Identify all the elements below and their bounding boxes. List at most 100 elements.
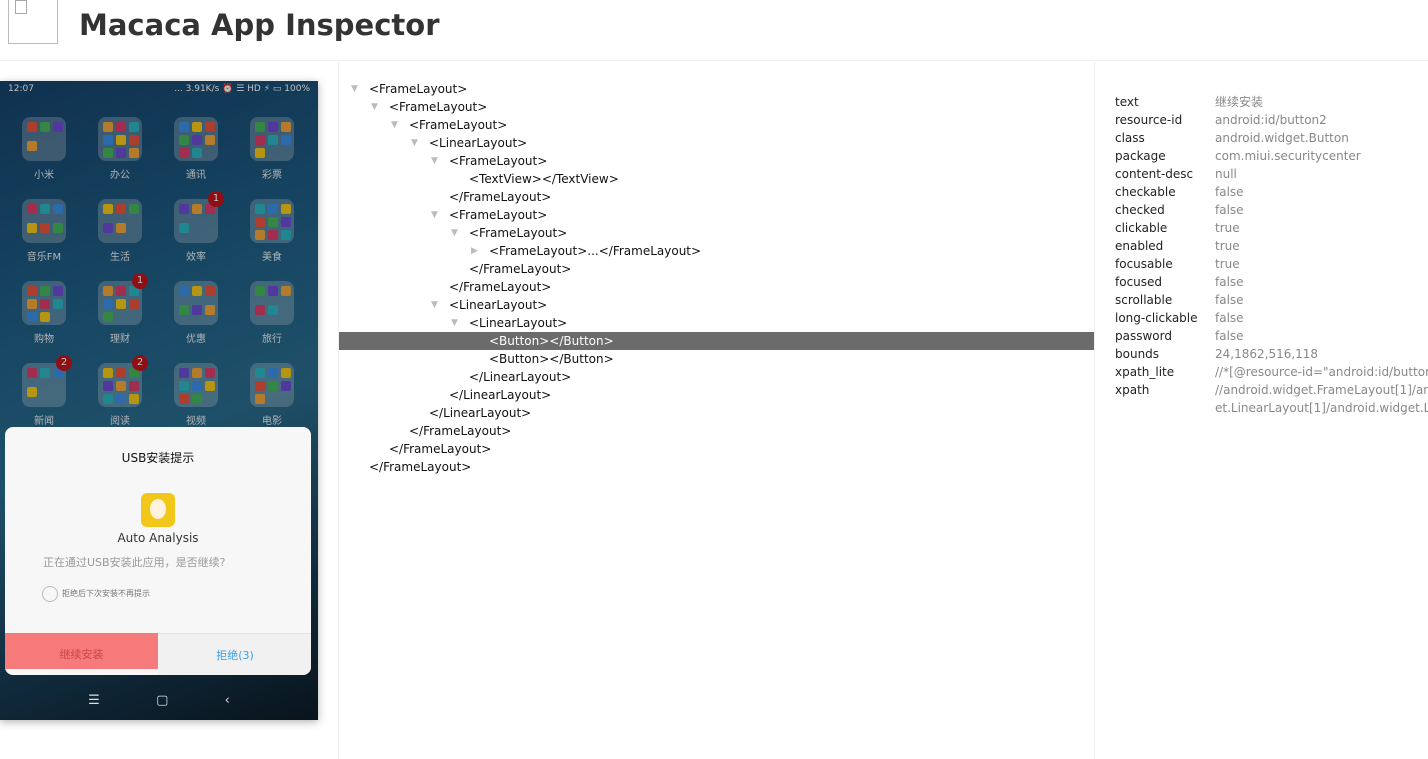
tree-node[interactable]: ▼<FrameLayout> [339, 98, 1094, 116]
collapse-arrow-icon[interactable]: ▼ [431, 156, 438, 166]
app-icon [179, 394, 189, 404]
tree-node[interactable]: </LinearLayout> [339, 404, 1094, 422]
app-icon [268, 368, 278, 378]
attribute-key: clickable [1115, 221, 1168, 235]
folder-label: 音乐FM [26, 252, 62, 263]
status-bar: 12:07 ... 3.91K/s ⏰ ☰ HD ⚡ ▭ 100% [8, 84, 310, 94]
tree-node[interactable]: </FrameLayout> [339, 458, 1094, 476]
app-icon [268, 122, 278, 132]
tree-node[interactable]: ▼<FrameLayout> [339, 152, 1094, 170]
app-icon [255, 122, 265, 132]
collapse-arrow-icon[interactable]: ▼ [391, 120, 398, 130]
folder-label: 效率 [186, 252, 206, 263]
attribute-value: false [1215, 293, 1244, 307]
tree-node[interactable]: </FrameLayout> [339, 188, 1094, 206]
app-icon [281, 368, 291, 378]
app-icon [255, 204, 265, 214]
app-folder[interactable] [22, 281, 66, 325]
tree-node[interactable]: ▼ <LinearLayout> [339, 134, 1094, 152]
collapse-arrow-icon[interactable]: ▼ [431, 300, 438, 310]
home-icon[interactable]: ▢ [156, 692, 169, 708]
folder-label: 美食 [262, 252, 282, 263]
app-icon [255, 230, 265, 240]
app-icon [192, 394, 202, 404]
app-icon [116, 368, 126, 378]
attribute-key: xpath_lite [1115, 365, 1175, 379]
app-folder[interactable] [22, 117, 66, 161]
tree-node[interactable]: </LinearLayout> [339, 386, 1094, 404]
reject-button[interactable]: 拒绝(3) [159, 633, 311, 675]
tree-node[interactable]: </LinearLayout> [339, 368, 1094, 386]
app-folder[interactable] [250, 281, 294, 325]
app-icon [116, 148, 126, 158]
app-folder[interactable] [98, 281, 142, 325]
collapse-arrow-icon[interactable]: ▼ [351, 84, 358, 94]
tree-node[interactable]: <Button></Button> [339, 350, 1094, 368]
app-folder[interactable] [98, 117, 142, 161]
attribute-value: 继续安装 [1215, 95, 1264, 109]
app-folder[interactable] [174, 363, 218, 407]
app-icon [129, 204, 139, 214]
tree-node[interactable]: ▼ <LinearLayout> [339, 314, 1094, 332]
device-screen[interactable]: 12:07 ... 3.91K/s ⏰ ☰ HD ⚡ ▭ 100% 小米办公通讯… [0, 81, 318, 720]
app-icon [281, 135, 291, 145]
menu-icon[interactable]: ☰ [88, 692, 100, 708]
tree-node[interactable]: ▼<FrameLayout> [339, 80, 1094, 98]
tree-node-label: <LinearLayout> [429, 136, 528, 150]
folder-label: 办公 [110, 170, 130, 181]
app-folder[interactable] [98, 363, 142, 407]
folder-label: 旅行 [262, 334, 282, 345]
tree-node[interactable]: ▶<FrameLayout>...</FrameLayout> [339, 242, 1094, 260]
collapse-arrow-icon[interactable]: ▼ [371, 102, 378, 112]
attribute-value: true [1215, 239, 1240, 253]
dialog-title: USB安装提示 [121, 451, 195, 465]
app-icon [103, 135, 113, 145]
tree-node[interactable]: </FrameLayout> [339, 422, 1094, 440]
collapse-arrow-icon[interactable]: ▼ [411, 138, 418, 148]
tree-node-label: <TextView></TextView> [469, 172, 619, 186]
attribute-key: focusable [1115, 257, 1173, 271]
tree-node[interactable]: </FrameLayout> [339, 278, 1094, 296]
tree-node[interactable]: ▼<FrameLayout> [339, 206, 1094, 224]
dont-remind-label: 拒绝后下次安装不再提示 [62, 589, 150, 598]
attribute-value-wrap: et.LinearLayout[1]/android.widget.Linear… [1215, 401, 1428, 415]
tree-node-selected[interactable]: <Button></Button> [339, 332, 1094, 350]
app-icon [255, 286, 265, 296]
expand-arrow-icon[interactable]: ▶ [471, 246, 478, 256]
tree-node[interactable]: ▼<FrameLayout> [339, 116, 1094, 134]
collapse-arrow-icon[interactable]: ▼ [431, 210, 438, 220]
tree-node[interactable]: </FrameLayout> [339, 440, 1094, 458]
app-folder[interactable] [98, 199, 142, 243]
app-icon [141, 493, 175, 527]
app-folder[interactable] [250, 199, 294, 243]
dont-remind-checkbox[interactable] [42, 586, 58, 602]
tree-node[interactable]: <TextView></TextView> [339, 170, 1094, 188]
app-folder[interactable] [174, 281, 218, 325]
app-icon [192, 204, 202, 214]
tree-node[interactable]: ▼<LinearLayout> [339, 296, 1094, 314]
app-icon [53, 222, 63, 233]
collapse-arrow-icon[interactable]: ▼ [451, 318, 458, 328]
app-folder[interactable] [174, 117, 218, 161]
app-folder[interactable] [22, 199, 66, 243]
tree-node[interactable]: </FrameLayout> [339, 260, 1094, 278]
app-folder[interactable] [250, 117, 294, 161]
continue-install-button[interactable]: 继续安装 [5, 633, 158, 669]
app-icon [129, 394, 139, 404]
app-icon [27, 140, 37, 151]
app-icon [255, 381, 265, 391]
app-icon [129, 286, 139, 296]
collapse-arrow-icon[interactable]: ▼ [451, 228, 458, 238]
app-folder[interactable] [174, 199, 218, 243]
tree-node-label: <LinearLayout> [469, 316, 568, 330]
tree-node-label: <Button></Button> [489, 334, 614, 348]
back-icon[interactable]: ‹ [224, 692, 230, 708]
app-icon [179, 286, 189, 296]
app-folder[interactable] [22, 363, 66, 407]
app-icon [205, 286, 215, 296]
tree-node[interactable]: ▼<FrameLayout> [339, 224, 1094, 242]
app-icon [255, 217, 265, 227]
app-icon [281, 217, 291, 227]
app-folder[interactable] [250, 363, 294, 407]
app-icon [103, 222, 113, 233]
